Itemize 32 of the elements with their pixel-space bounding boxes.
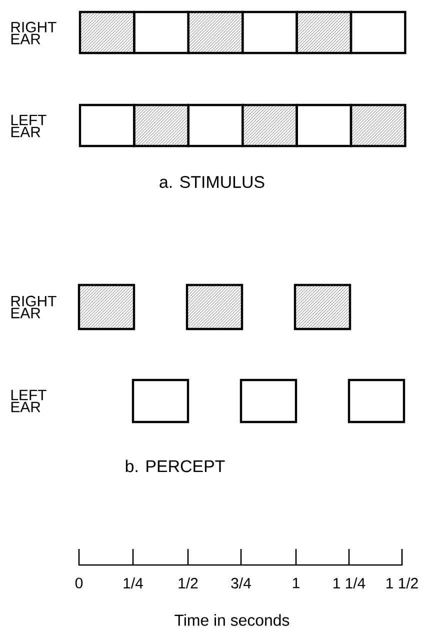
panel-caption: b. PERCEPT <box>126 460 225 472</box>
tick-label: 3/4 <box>231 578 251 588</box>
tick-label: 1 <box>292 578 300 588</box>
empty-box <box>187 104 244 148</box>
empty-box <box>296 104 352 148</box>
tick-label: 1 1/4 <box>334 578 366 588</box>
tick-label: 0 <box>75 578 83 588</box>
shaded-box <box>186 284 244 330</box>
tick-label: 1/2 <box>178 578 198 588</box>
shaded-box <box>350 104 406 148</box>
shaded-box <box>133 104 190 148</box>
ear-label: RIGHT EAR <box>11 296 56 318</box>
shaded-box <box>78 284 136 330</box>
axis-title: Time in seconds <box>174 614 290 626</box>
empty-box <box>240 378 298 424</box>
empty-box <box>78 104 136 148</box>
tick-label: 1 1/2 <box>386 578 418 588</box>
empty-box <box>242 10 298 54</box>
empty-box <box>132 378 190 424</box>
ear-label: RIGHT EAR <box>11 22 56 44</box>
tick-label: 1/4 <box>124 578 143 588</box>
ear-label: LEFT EAR <box>11 114 46 138</box>
panel-caption: a. STIMULUS <box>160 176 264 188</box>
shaded-box <box>187 10 244 54</box>
empty-box <box>348 378 406 424</box>
shaded-box <box>78 10 136 54</box>
empty-box <box>133 10 190 54</box>
shaded-box <box>242 104 298 148</box>
shaded-box <box>296 10 352 54</box>
ear-label: LEFT EAR <box>11 390 46 412</box>
shaded-box <box>294 284 352 330</box>
empty-box <box>350 10 406 54</box>
